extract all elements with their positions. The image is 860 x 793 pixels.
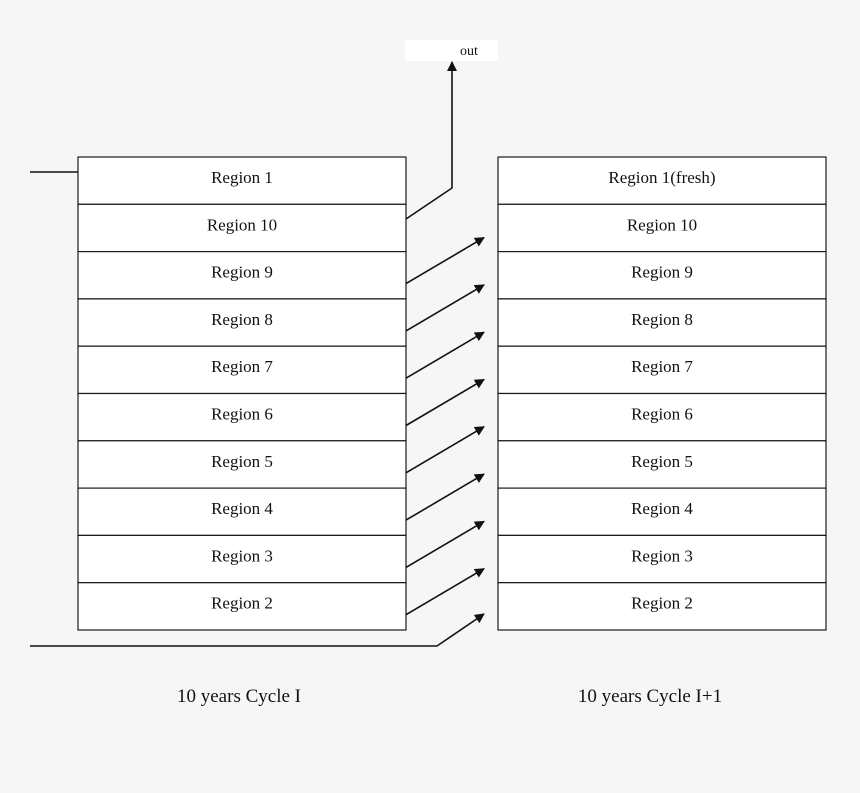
right-region-cell-label: Region 3 [631, 546, 693, 565]
right-region-cell-label: Region 2 [631, 594, 693, 613]
right-region-cell [497, 392, 827, 442]
left-region-cell [77, 251, 407, 300]
out-label: out [460, 44, 478, 59]
left-region-cell-label: Region 4 [211, 499, 273, 518]
left-region-cell [77, 203, 407, 253]
right-region-cell [497, 156, 827, 205]
right-region-cell [497, 298, 827, 347]
right-region-cell-label: Region 10 [627, 215, 697, 234]
left-region-cell-label: Region 8 [211, 310, 273, 329]
left-region-cell-label: Region 7 [211, 357, 273, 376]
left-region-cell [77, 487, 407, 537]
shift-arrow [405, 331, 485, 379]
out-node: out [405, 40, 498, 61]
right-region-cell [497, 487, 827, 537]
shift-arrow [405, 426, 485, 474]
left-region-cell [77, 392, 407, 442]
right-region-cell-label: Region 5 [631, 452, 693, 471]
left-region-cell-label: Region 3 [211, 546, 273, 565]
right-region-cell [497, 203, 827, 253]
left-region-cell-label: Region 2 [211, 594, 273, 613]
out-arrow [405, 61, 457, 220]
right-region-cell-label: Region 7 [631, 357, 693, 376]
left-region-cell-label: Region 6 [211, 405, 273, 424]
connector-arrows [30, 61, 485, 647]
left-region-cell-label: Region 9 [211, 263, 273, 282]
right-region-cell [497, 345, 827, 395]
right-column-caption: 10 years Cycle I+1 [578, 686, 722, 707]
shift-arrow [405, 520, 485, 569]
shift-arrow [405, 568, 485, 616]
left-region-cell [77, 156, 407, 205]
right-region-cell [497, 440, 827, 489]
left-region-cell [77, 582, 407, 631]
shift-arrow [405, 378, 485, 427]
shift-arrow [405, 284, 485, 332]
right-column: Region 1(fresh) Region 10 Region 9 Region 8… [497, 156, 827, 631]
out-box [405, 40, 498, 61]
left-region-cell-label: Region 1 [211, 168, 273, 187]
left-column: Region 1 Region 10 Region 9 Region 8 Region … [77, 156, 407, 631]
right-region-cell-label: Region 1(fresh) [608, 168, 715, 187]
left-column-caption: 10 years Cycle I [177, 686, 301, 707]
right-region-cell [497, 582, 827, 631]
right-region-cell-label: Region 6 [631, 405, 693, 424]
shift-arrow [405, 473, 485, 521]
right-region-cell-label: Region 9 [631, 263, 693, 282]
right-region-cell-label: Region 8 [631, 310, 693, 329]
shift-arrow [405, 236, 485, 285]
feed-arrow [30, 613, 485, 647]
left-region-cell [77, 298, 407, 347]
right-region-cell-label: Region 4 [631, 499, 693, 518]
right-region-cell [497, 534, 827, 584]
left-region-cell-label: Region 10 [207, 215, 277, 234]
left-region-cell-label: Region 5 [211, 452, 273, 471]
